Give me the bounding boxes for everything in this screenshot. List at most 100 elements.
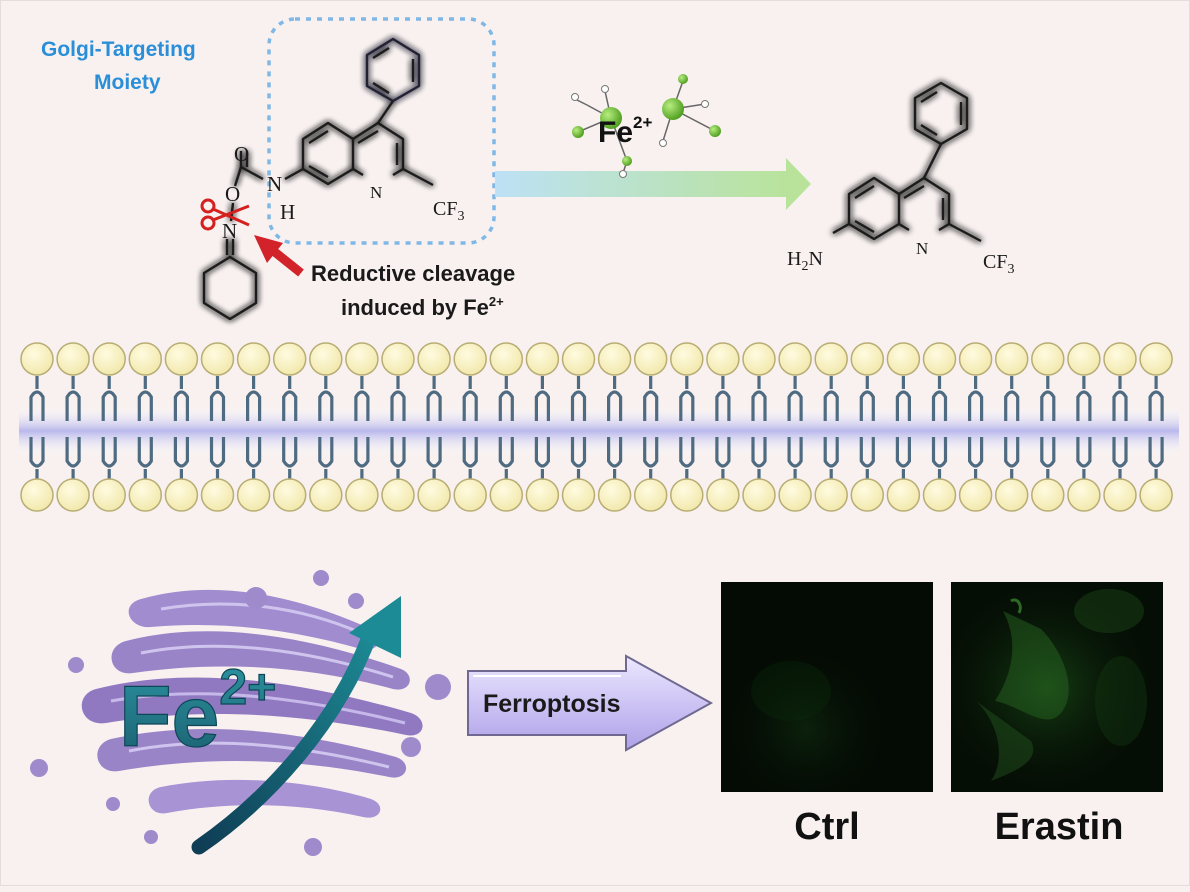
lipid-bottom [1103,437,1137,512]
product-n-quinoline: N [916,239,928,258]
lipid-bottom [1139,437,1173,512]
lipid-top [20,342,54,421]
lipid-bottom [1031,437,1065,512]
lipid-top [525,342,560,421]
reductive-cleavage-label: Reductive cleavage induced by Fe2+ [311,261,515,320]
probe-molecule: O O N H N N CF3 [202,37,464,321]
cleavage-line2: induced by Fe2+ [341,294,504,320]
lipid-top [850,342,885,421]
lipid-bottom [670,437,704,512]
erastin-label: Erastin [995,806,1124,848]
reaction-arrow [495,158,811,210]
ctrl-image-panel [721,582,933,792]
golgi-targeting-label: Golgi-Targeting Moiety [41,38,196,94]
erastin-image-panel [951,582,1163,792]
lipid-top [958,342,993,421]
lipid-top [489,342,524,421]
lipid-top [670,342,704,421]
lipid-top [92,342,126,421]
lipid-bottom [345,437,379,512]
product-amine: H2N [787,248,823,274]
lipid-top [778,342,812,421]
golgi-label-line2: Moiety [94,71,161,94]
lipid-top [417,342,451,421]
ctrl-label: Ctrl [794,806,859,848]
fe2-large-label: Fe2+ [119,659,276,765]
product-cf3-group: CF3 [983,251,1014,277]
atom-h-amide: H [280,200,295,224]
lipid-bottom [236,437,271,512]
atom-n-quinoline: N [370,183,382,202]
lipid-top [994,342,1029,421]
atom-n-oxime: N [222,219,237,243]
lipid-top [633,342,668,421]
lipid-top [453,342,487,421]
lipid-bottom [597,437,632,512]
lipid-top [345,342,379,421]
lipid-bottom [742,437,776,512]
lipid-top [706,342,740,421]
lipid-bottom [850,437,885,512]
lipid-bottom [164,437,199,512]
lipid-top [309,342,343,421]
lipid-bottom [814,437,848,512]
lipid-bottom [417,437,451,512]
lipid-top [381,342,415,421]
lipid-top [742,342,776,421]
cf3-group: CF3 [433,198,464,224]
lipid-top [236,342,271,421]
lipid-bottom [128,437,163,512]
lipid-top [272,342,307,421]
lipid-bottom [489,437,524,512]
fe-complex-icon: Fe2+ [571,74,721,178]
lipid-bilayer [19,342,1179,512]
lipid-bottom [200,437,235,512]
lipid-bottom [958,437,993,512]
golgi-label-line1: Golgi-Targeting [41,38,196,61]
atom-o-carbonyl: O [234,142,249,166]
lipid-bottom [633,437,668,512]
product-molecule: H2N N CF3 [787,81,1014,277]
lipid-top [1067,342,1101,421]
lipid-top [128,342,163,421]
lipid-bottom [453,437,487,512]
lipid-top [1031,342,1065,421]
lipid-bottom [525,437,560,512]
lipid-bottom [922,437,957,512]
lipid-top [56,342,90,421]
atom-o-ester: O [225,182,240,206]
lipid-top [164,342,199,421]
scissors-icon [200,198,250,231]
lipid-molecules [20,342,1173,512]
lipid-bottom [309,437,343,512]
lipid-bottom [20,437,54,512]
lipid-bottom [778,437,812,512]
lipid-bottom [1067,437,1101,512]
ferroptosis-arrow: Ferroptosis [467,654,714,752]
lipid-top [922,342,957,421]
lipid-top [200,342,235,421]
lipid-bottom [706,437,740,512]
lipid-bottom [272,437,307,512]
lipid-bottom [92,437,126,512]
lipid-top [561,342,596,421]
lipid-top [886,342,921,421]
lipid-bottom [561,437,596,512]
golgi-moiety-box [267,17,496,245]
lipid-top [597,342,632,421]
cleavage-line1: Reductive cleavage [311,261,515,286]
cleavage-arrow-icon [254,235,304,277]
lipid-bottom [994,437,1029,512]
ferroptosis-label: Ferroptosis [483,690,621,718]
lipid-bottom [381,437,415,512]
lipid-top [814,342,848,421]
atom-n-amide: N [267,172,282,196]
lipid-top [1139,342,1173,421]
lipid-bottom [886,437,921,512]
lipid-bottom [56,437,90,512]
increase-arrow-icon [191,596,401,855]
lipid-top [1103,342,1137,421]
fe-label: Fe2+ [598,113,652,149]
